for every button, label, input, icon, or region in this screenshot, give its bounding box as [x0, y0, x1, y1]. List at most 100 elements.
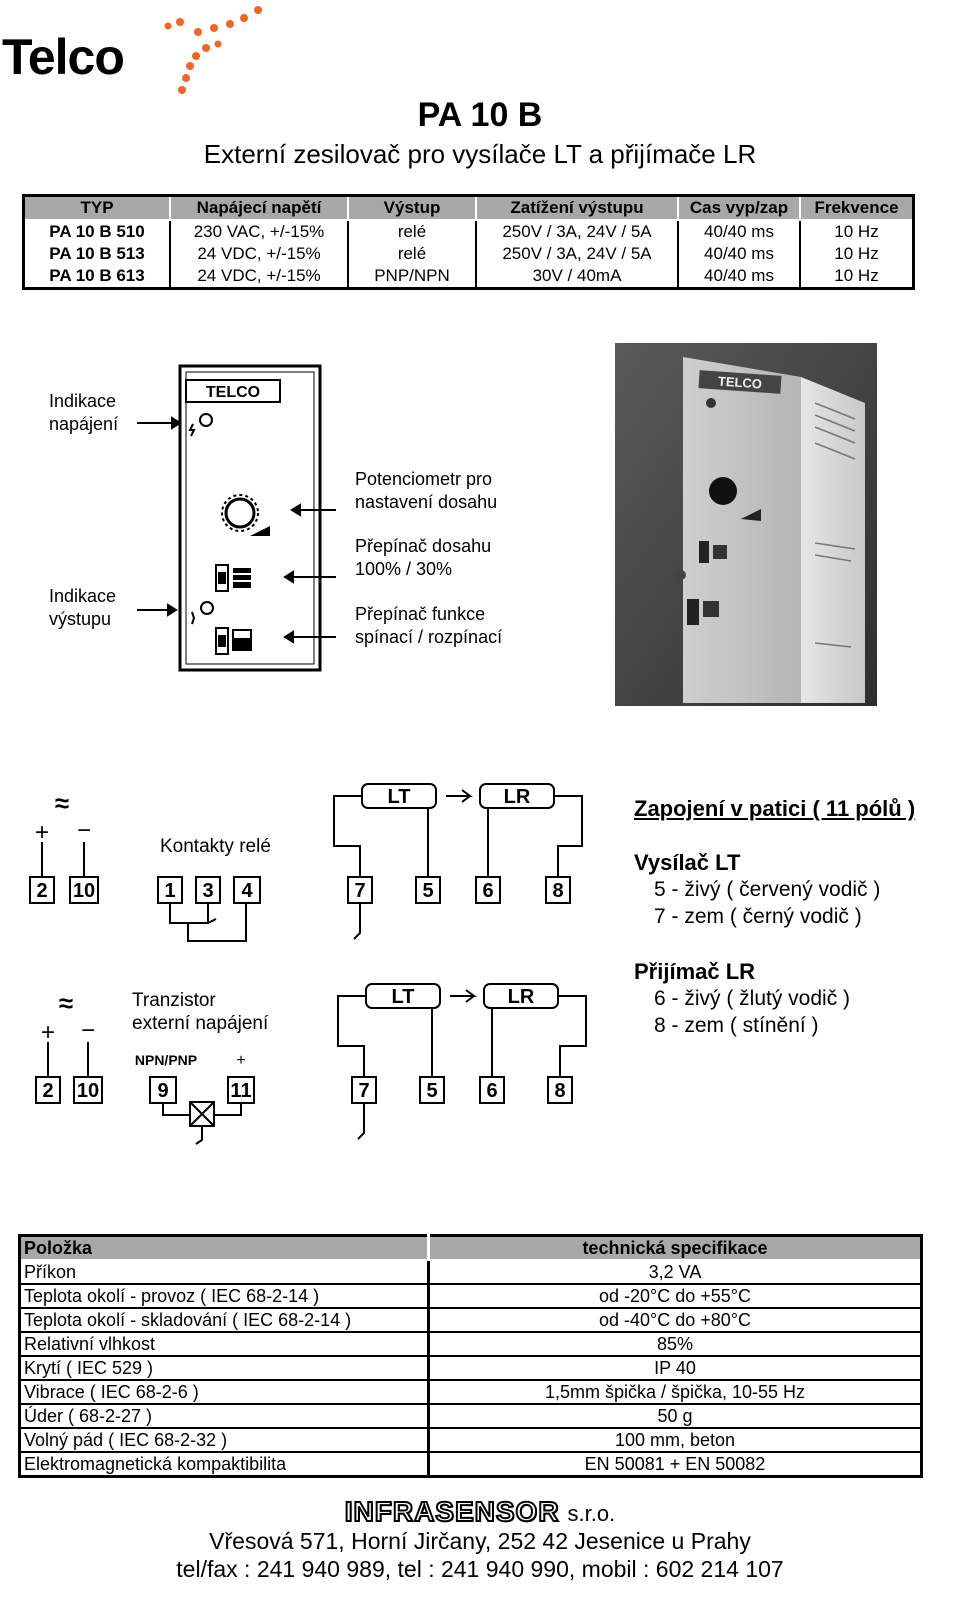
table-row: Volný pád ( IEC 68-2-32 )100 mm, beton	[19, 1428, 922, 1453]
page-subtitle: Externí zesilovač pro vysílače LT a přij…	[203, 139, 757, 169]
telco-logo: Telco	[0, 0, 280, 100]
table-row: Elektromagnetická kompaktibilita EN 50081…	[19, 1452, 922, 1477]
terminal: 11	[230, 1080, 251, 1102]
type-table-header: TYP Napájecí napětí Výstup Zatížení výst…	[23, 195, 914, 221]
th-cas: Cas vyp/zap	[678, 195, 801, 221]
cell: Úder ( 68-2-27 )	[19, 1404, 430, 1429]
cell: Příkon	[19, 1260, 430, 1285]
terminal: 9	[157, 1080, 168, 1102]
transmitter-line-2: 7 - zem ( černý vodič )	[654, 905, 862, 928]
label-range-switch: Přepínač dosahu 100% / 30%	[355, 536, 492, 579]
cell: IP 40	[428, 1356, 922, 1381]
lt-box-label: LT	[388, 786, 411, 808]
th-item: Položka	[19, 1235, 430, 1261]
cell: Vibrace ( IEC 68-2-6 )	[19, 1380, 430, 1405]
terminal: 1	[164, 880, 175, 902]
device-photo: TELCO	[615, 343, 877, 706]
table-row: Teplota okolí - skladování ( IEC 68-2-14…	[19, 1308, 922, 1333]
table-row: Vibrace ( IEC 68-2-6 )1,5mm špička / špi…	[19, 1380, 922, 1405]
cell: Elektromagnetická kompaktibilita	[19, 1452, 430, 1477]
cell: 10 Hz	[834, 244, 879, 263]
terminal: 6	[486, 1080, 497, 1102]
terminal: 6	[482, 880, 493, 902]
receiver-line-2: 8 - zem ( stínění )	[654, 1014, 819, 1037]
table-row: PA 10 B 510 230 VAC, +/-15% relé 250V / …	[23, 220, 914, 243]
brand-suffix: s.r.o.	[567, 1501, 616, 1526]
cell: 10 Hz	[834, 222, 879, 241]
terminal: 7	[354, 880, 365, 902]
terminal: 4	[241, 880, 253, 902]
type-table: TYP Napájecí napětí Výstup Zatížení výst…	[22, 194, 915, 290]
th-napajeci: Napájecí napětí	[170, 195, 349, 221]
minus-symbol: −	[77, 817, 91, 844]
th-typ: TYP	[23, 195, 171, 221]
th-spec: technická specifikace	[428, 1235, 922, 1261]
terminal: 10	[77, 1080, 99, 1102]
label-power-indicator: Indikace napájení	[49, 391, 119, 434]
table-row: PA 10 B 513 24 VDC, +/-15% relé 250V / 3…	[23, 243, 914, 265]
tranzistor-label-1: Tranzistor	[132, 990, 216, 1011]
panel-logo: TELCO	[206, 384, 260, 401]
cell: Krytí ( IEC 529 )	[19, 1356, 430, 1381]
cell: relé	[348, 243, 477, 265]
cell: 24 VDC, +/-15%	[170, 265, 349, 289]
cell: 50 g	[428, 1404, 922, 1429]
th-zatizeni: Zatížení výstupu	[476, 195, 679, 221]
terminal: 5	[422, 880, 433, 902]
table-row: Teplota okolí - provoz ( IEC 68-2-14 )od…	[19, 1284, 922, 1309]
table-row: PA 10 B 613 24 VDC, +/-15% PNP/NPN 30V /…	[23, 265, 914, 289]
terminal: 2	[42, 1080, 53, 1102]
cell: EN 50081 + EN 50082	[584, 1453, 766, 1474]
label-potentiometer: Potenciometr pro nastavení dosahu	[355, 469, 498, 512]
svg-text:TELCO: TELCO	[717, 373, 762, 391]
logo-dots-icon	[164, 6, 262, 94]
terminal: 7	[358, 1080, 369, 1102]
cell: 3,2 VA	[428, 1260, 922, 1285]
cell: 40/40 ms	[678, 220, 801, 243]
cell: PA 10 B 510	[23, 220, 171, 243]
receiver-heading: Přijímač LR	[634, 959, 756, 984]
terminal: 8	[554, 1080, 565, 1102]
npn-pnp-label: NPN/PNP	[135, 1052, 197, 1068]
cell: 85%	[428, 1332, 922, 1357]
cell: 40/40 ms	[678, 243, 801, 265]
cell: 250V / 3A, 24V / 5A	[476, 220, 679, 243]
terminal: 10	[73, 880, 95, 902]
th-vystup: Výstup	[348, 195, 477, 221]
plus-symbol: +	[41, 1019, 55, 1046]
cell: PA 10 B 613	[23, 265, 171, 289]
ac-symbol: ≈	[59, 988, 73, 1018]
front-panel-drawing: TELCO	[137, 364, 336, 672]
cell: Teplota okolí - skladování ( IEC 68-2-14…	[19, 1308, 430, 1333]
lt-box-label: LT	[392, 986, 415, 1008]
table-row: Krytí ( IEC 529 )IP 40	[19, 1356, 922, 1381]
label-function-switch: Přepínač funkce spínací / rozpínací	[355, 604, 503, 647]
terminal: 2	[36, 880, 47, 902]
th-frekvence: Frekvence	[800, 195, 914, 221]
cell: 230 VAC, +/-15%	[170, 220, 349, 243]
logo-text: Telco	[2, 29, 125, 85]
cell: Teplota okolí - provoz ( IEC 68-2-14 )	[19, 1284, 430, 1309]
footer-contact: tel/fax : 241 940 989, tel : 241 940 990…	[176, 1556, 784, 1582]
ac-symbol: ≈	[55, 788, 69, 818]
terminal: 8	[552, 880, 563, 902]
transmitter-heading: Vysílač LT	[634, 850, 741, 875]
cell: relé	[348, 220, 477, 243]
label-output-indicator: Indikace výstupu	[49, 586, 117, 629]
wiring-relay: ≈ + − Kontakty relé LT LR 2 10 1 3 4 7 5…	[29, 783, 583, 942]
cell: 1,5mm špička / špička, 10-55 Hz	[428, 1380, 922, 1405]
cell: 24 VDC, +/-15%	[170, 243, 349, 265]
footer-address: Vřesová 571, Horní Jirčany, 252 42 Jesen…	[209, 1528, 751, 1554]
terminal: 3	[202, 880, 213, 902]
tranzistor-label-2: externí napájení	[132, 1013, 269, 1034]
cell: 10 Hz	[834, 266, 879, 285]
plus-symbol: +	[35, 819, 49, 846]
cell: od -40°C do +80°C	[428, 1308, 922, 1333]
wiring-title: Zapojení v patici ( 11 pólů )	[634, 796, 916, 821]
receiver-line-1: 6 - živý ( žlutý vodič )	[654, 987, 851, 1010]
cell: PA 10 B 513	[23, 243, 171, 265]
transmitter-line-1: 5 - živý ( červený vodič )	[654, 878, 881, 901]
cell: 40/40 ms	[678, 265, 801, 289]
